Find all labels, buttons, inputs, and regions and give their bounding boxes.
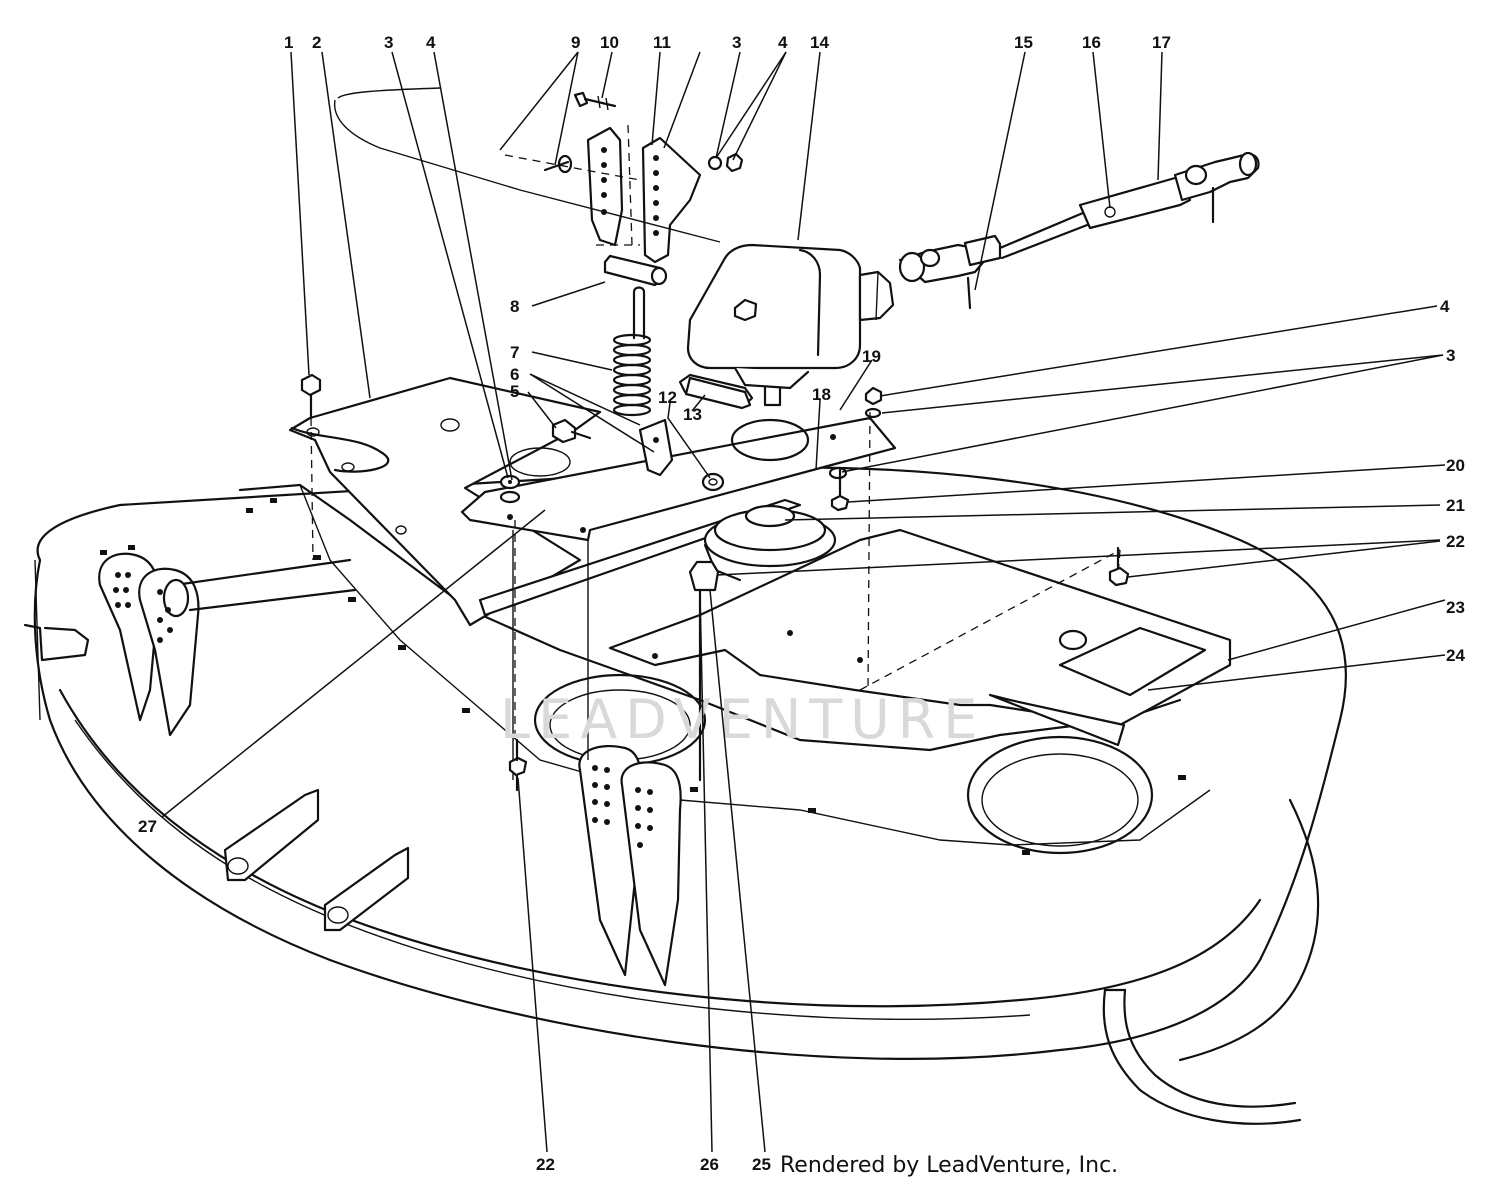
callout-6: 6 [510,365,519,384]
callout-21: 21 [1446,496,1465,515]
callout-1: 1 [284,33,293,52]
callout-12: 12 [658,388,677,407]
callout-5: 5 [510,382,519,401]
callout-4-right: 4 [1440,297,1450,316]
callout-20: 20 [1446,456,1465,475]
front-gauge-wheel-brackets [578,744,682,987]
callout-19: 19 [862,347,881,366]
callout-8: 8 [510,297,519,316]
gearbox [678,243,895,407]
drive-shaft [898,151,1260,310]
hardware [300,152,1130,792]
callout-23: 23 [1446,598,1465,617]
callout-17: 17 [1152,33,1171,52]
callout-4-upper-left: 4 [426,33,436,52]
callout-2: 2 [312,33,321,52]
callout-10: 10 [600,33,619,52]
callout-22-right: 22 [1446,532,1465,551]
watermark-text: LEADVENTURE [500,688,985,751]
callout-3-upper-mid: 3 [732,33,741,52]
callout-9: 9 [571,33,580,52]
callout-25: 25 [752,1155,771,1174]
callout-13: 13 [683,405,702,424]
callout-16: 16 [1082,33,1101,52]
callout-18: 18 [812,385,831,404]
callout-26: 26 [700,1155,719,1174]
callout-15: 15 [1014,33,1033,52]
callout-3-right: 3 [1446,346,1455,365]
left-gauge-wheel-brackets [98,552,410,932]
callout-4-upper-mid: 4 [778,33,788,52]
render-credit: Rendered by LeadVenture, Inc. [780,1153,1119,1178]
right-deck-cover [608,528,1232,747]
mower-deck-housing [23,466,1348,1125]
callout-11: 11 [653,33,671,52]
callout-7: 7 [510,343,519,362]
callout-24: 24 [1446,646,1465,665]
callouts: 1 2 3 4 9 10 11 3 4 14 15 16 17 8 7 6 5 … [138,33,1465,1174]
callout-14: 14 [810,33,829,52]
lift-links [334,87,721,477]
callout-22-bottom: 22 [536,1155,555,1174]
deck-pulley [688,504,837,782]
callout-27: 27 [138,817,157,836]
callout-3-upper-left: 3 [384,33,393,52]
leader-lines [161,51,1446,1153]
